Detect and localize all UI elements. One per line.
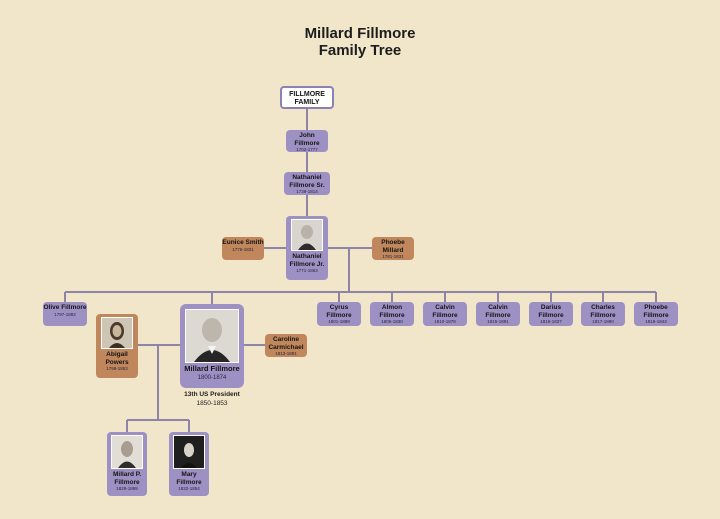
person-name: Almon Fillmore [379,304,405,319]
person-mary-fillmore: Mary Fillmore 1832-1854 [169,432,209,496]
person-name: Eunice Smith [222,239,264,246]
millard-role: 13th US President [184,391,240,398]
portrait-photo [101,317,133,349]
person-nathaniel-fillmore-sr: Nathaniel Fillmore Sr. 1739-1814 [284,172,330,195]
person-olive-fillmore: Olive Fillmore 1797-1882 [43,302,87,326]
diagram-title-line1: Millard Fillmore [304,25,416,42]
person-calvin-fillmore-1: Calvin Fillmore 1810-1878 [423,302,467,326]
person-dates: 1810-1878 [434,319,456,324]
person-cyrus-fillmore: Cyrus Fillmore 1801-1889 [317,302,361,326]
person-name: Nathaniel Fillmore Sr. [289,174,325,189]
portrait-woman-icon [174,436,204,468]
millard-term: 1850-1853 [196,400,228,407]
person-name: Phoebe Fillmore [643,304,669,319]
portrait-man-icon [292,220,322,250]
person-name: Calvin Fillmore [432,304,458,319]
person-calvin-fillmore-2: Calvin Fillmore 1815-1891 [476,302,520,326]
person-dates: 1816-1837 [540,319,562,324]
person-name: Olive Fillmore [43,304,87,311]
person-name: Caroline Carmichael [268,336,304,351]
portrait-photo [173,435,205,469]
portrait-photo [185,309,239,363]
person-dates: 1813-1881 [275,351,297,356]
person-name: Abigail Powers [105,351,129,366]
person-name: Millard P. Fillmore [112,471,142,486]
person-dates: 1828-1889 [116,486,138,491]
person-phoebe-millard: Phoebe Millard 1781-1831 [372,237,414,260]
person-name: Phoebe Millard [381,239,405,254]
person-name: Darius Fillmore [538,304,564,319]
person-name: Cyrus Fillmore [326,304,352,319]
person-phoebe-fillmore: Phoebe Fillmore 1819-1843 [634,302,678,326]
person-almon-fillmore: Almon Fillmore 1806-1830 [370,302,414,326]
person-dates: 1702-1777 [296,147,318,152]
person-dates: 1798-1853 [106,366,128,371]
person-dates: 1832-1854 [178,486,200,491]
portrait-man-icon [186,310,238,362]
person-name: John Fillmore [294,132,320,147]
person-dates: 1817-1890 [592,319,614,324]
person-dates: 1776-1831 [232,246,254,252]
fillmore-family-root: FILLMORE FAMILY [280,86,334,109]
person-nathaniel-fillmore-jr: Nathaniel Fillmore Jr. 1771-1863 [286,216,328,280]
person-dates: 1739-1814 [296,189,318,194]
diagram-title-line2: Family Tree [318,42,402,59]
root-line2: FAMILY [294,99,320,106]
person-name: Calvin Fillmore [485,304,511,319]
person-dates: 1801-1889 [328,319,350,324]
person-john-fillmore: John Fillmore 1702-1777 [286,130,328,152]
person-dates: 1806-1830 [381,319,403,324]
person-name: Millard Fillmore [184,364,240,373]
person-dates: 1797-1882 [54,311,76,317]
person-dates: 1815-1891 [487,319,509,324]
portrait-man-icon [112,436,142,468]
portrait-photo [291,219,323,251]
person-millard-fillmore: Millard Fillmore 1800-1874 [180,304,244,388]
person-name: Mary Fillmore [176,471,202,486]
portrait-woman-icon [102,318,132,348]
person-dates: 1800-1874 [197,374,227,381]
root-line1: FILLMORE [289,91,325,98]
portrait-photo [111,435,143,469]
person-dates: 1781-1831 [382,254,404,259]
person-name: Nathaniel Fillmore Jr. [289,253,325,268]
person-caroline-carmichael: Caroline Carmichael 1813-1881 [265,334,307,357]
person-charles-fillmore: Charles Fillmore 1817-1890 [581,302,625,326]
person-abigail-powers: Abigail Powers 1798-1853 [96,314,138,378]
person-dates: 1771-1863 [296,268,318,273]
person-darius-fillmore: Darius Fillmore 1816-1837 [529,302,573,326]
person-millard-p-fillmore: Millard P. Fillmore 1828-1889 [107,432,147,496]
person-dates: 1819-1843 [645,319,667,324]
person-eunice-smith: Eunice Smith 1776-1831 [222,237,264,260]
person-name: Charles Fillmore [590,304,616,319]
